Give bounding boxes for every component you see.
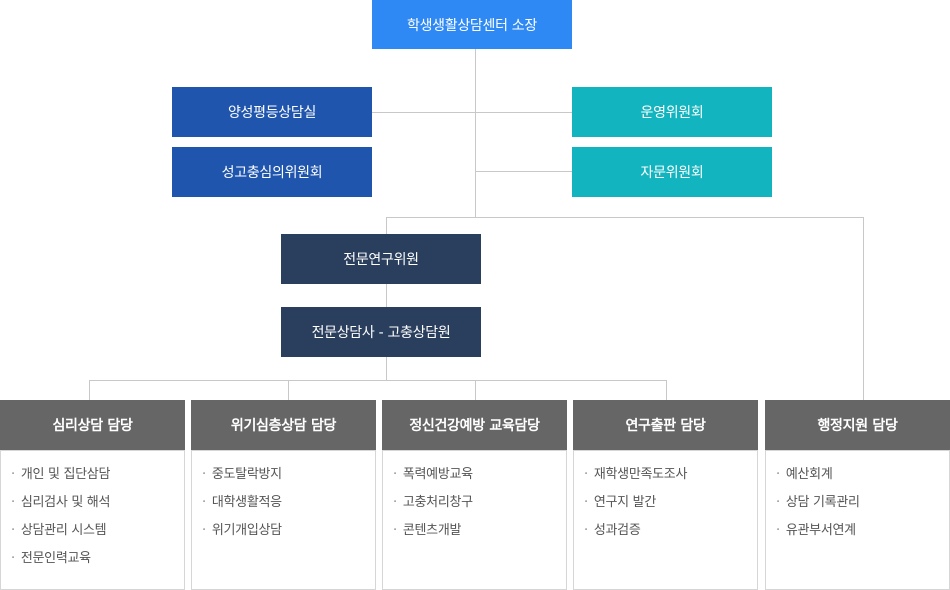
counselor-label: 전문상담사 - 고충상담원 — [311, 325, 451, 341]
bullet-icon: · — [584, 523, 588, 538]
duty-item: ·재학생만족도조사 — [584, 467, 688, 482]
bullet-icon: · — [202, 495, 206, 510]
duty-item: ·대학생활적응 — [202, 495, 282, 510]
department-duties: ·예산회계 ·상담 기록관리 ·유관부서연계 — [765, 450, 950, 590]
bullet-icon: · — [584, 467, 588, 482]
advisory-committee-label: 자문위원회 — [640, 165, 704, 181]
gender-equality-office-box: 양성평등상담실 — [172, 87, 372, 137]
steering-committee-label: 운영위원회 — [640, 105, 704, 121]
department-duties: ·폭력예방교육 ·고충처리창구 ·콘텐츠개발 — [382, 450, 567, 590]
duty-item: ·상담 기록관리 — [776, 495, 860, 510]
department-duties: ·중도탈락방지 ·대학생활적응 ·위기개입상담 — [191, 450, 376, 590]
duty-item: ·콘텐츠개발 — [393, 523, 462, 538]
department-header: 정신건강예방 교육담당 — [382, 400, 567, 450]
department-title: 연구출판 담당 — [625, 418, 706, 434]
duty-item: ·연구지 발간 — [584, 495, 656, 510]
director-box: 학생생활상담센터 소장 — [372, 0, 572, 49]
research-fellow-box: 전문연구위원 — [281, 234, 481, 284]
department-title: 위기심층상담 담당 — [230, 418, 337, 434]
bullet-icon: · — [11, 523, 15, 538]
department-title: 심리상담 담당 — [52, 418, 133, 434]
bullet-icon: · — [393, 467, 397, 482]
bullet-icon: · — [202, 523, 206, 538]
department-header: 연구출판 담당 — [573, 400, 758, 450]
bullet-icon: · — [776, 523, 780, 538]
director-label: 학생생활상담센터 소장 — [407, 17, 537, 34]
department-duties: ·재학생만족도조사 ·연구지 발간 ·성과검증 — [573, 450, 758, 590]
bullet-icon: · — [11, 495, 15, 510]
department-header: 위기심층상담 담당 — [191, 400, 376, 450]
advisory-committee-box: 자문위원회 — [572, 147, 772, 197]
duty-item: ·고충처리창구 — [393, 495, 473, 510]
department-header: 행정지원 담당 — [765, 400, 950, 450]
duty-item: ·전문인력교육 — [11, 551, 91, 566]
duty-item: ·상담관리 시스템 — [11, 523, 107, 538]
department-duties: ·개인 및 집단삼담 ·심리검사 및 해석 ·상담관리 시스템 ·전문인력교육 — [0, 450, 185, 590]
duty-item: ·유관부서연계 — [776, 523, 856, 538]
duty-item: ·심리검사 및 해석 — [11, 495, 111, 510]
bullet-icon: · — [393, 523, 397, 538]
duty-item: ·성과검증 — [584, 523, 641, 538]
counselor-box: 전문상담사 - 고충상담원 — [281, 307, 481, 357]
bullet-icon: · — [202, 467, 206, 482]
bullet-icon: · — [11, 551, 15, 566]
bullet-icon: · — [393, 495, 397, 510]
bullet-icon: · — [11, 467, 15, 482]
grievance-committee-box: 성고충심의위원회 — [172, 147, 372, 197]
duty-item: ·예산회계 — [776, 467, 833, 482]
research-fellow-label: 전문연구위원 — [343, 252, 419, 268]
duty-item: ·위기개입상담 — [202, 523, 282, 538]
department-title: 정신건강예방 교육담당 — [409, 418, 540, 434]
department-title: 행정지원 담당 — [817, 418, 898, 434]
duty-item: ·중도탈락방지 — [202, 467, 282, 482]
duty-item: ·폭력예방교육 — [393, 467, 473, 482]
department-header: 심리상담 담당 — [0, 400, 185, 450]
bullet-icon: · — [776, 467, 780, 482]
steering-committee-box: 운영위원회 — [572, 87, 772, 137]
grievance-committee-label: 성고충심의위원회 — [221, 165, 323, 181]
bullet-icon: · — [584, 495, 588, 510]
bullet-icon: · — [776, 495, 780, 510]
gender-equality-office-label: 양성평등상담실 — [227, 105, 317, 121]
duty-item: ·개인 및 집단삼담 — [11, 467, 111, 482]
